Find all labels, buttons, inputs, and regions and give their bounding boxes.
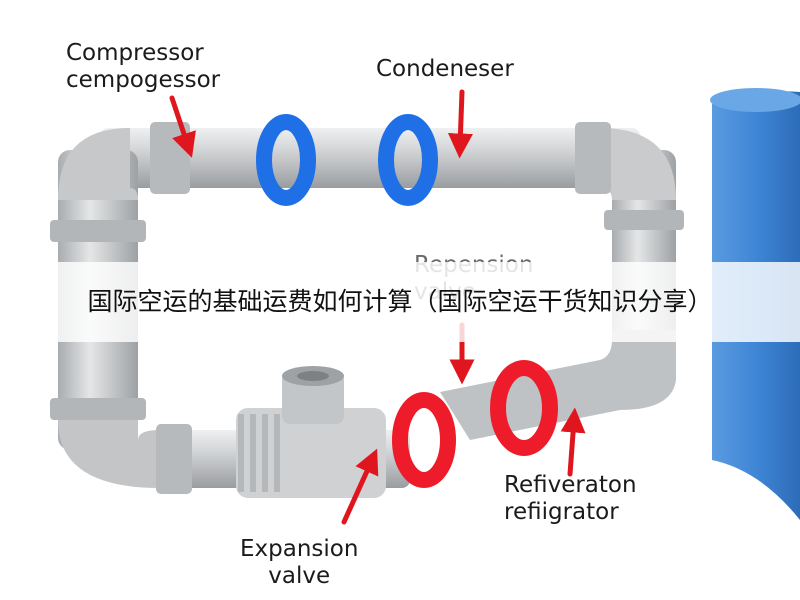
expansion-valve-body (236, 366, 386, 498)
refrigerator-label-line2: refiigrator (504, 499, 619, 525)
condenser-arrow (447, 89, 473, 159)
refrigerator-label: Refiveraton refiigrator (504, 472, 637, 526)
red-ring-right (490, 360, 558, 456)
title-banner (0, 262, 800, 342)
blue-ring-left (256, 114, 316, 206)
compressor-label-line1: Compressor (66, 40, 204, 66)
compressor-label: Compressor cempogessor (66, 40, 220, 94)
expansion-label-line2: valve (268, 563, 331, 589)
expansion-arrow (341, 448, 379, 525)
red-ring-left (392, 392, 456, 488)
refrigerator-arrow (560, 407, 586, 477)
compressor-label-line2: cempogessor (66, 67, 221, 93)
expansion-label-line1: Expansion (240, 536, 359, 562)
compressor-arrow (169, 95, 196, 158)
expansion-valve-label: Expansion valve (240, 536, 358, 590)
refrigerator-label-line1: Refiveraton (504, 472, 637, 498)
condenser-label: Condeneser (376, 56, 514, 82)
blue-ring-right (378, 114, 438, 206)
banner-title: 国际空运的基础运费如何计算（国际空运干货知识分享） (87, 287, 713, 316)
